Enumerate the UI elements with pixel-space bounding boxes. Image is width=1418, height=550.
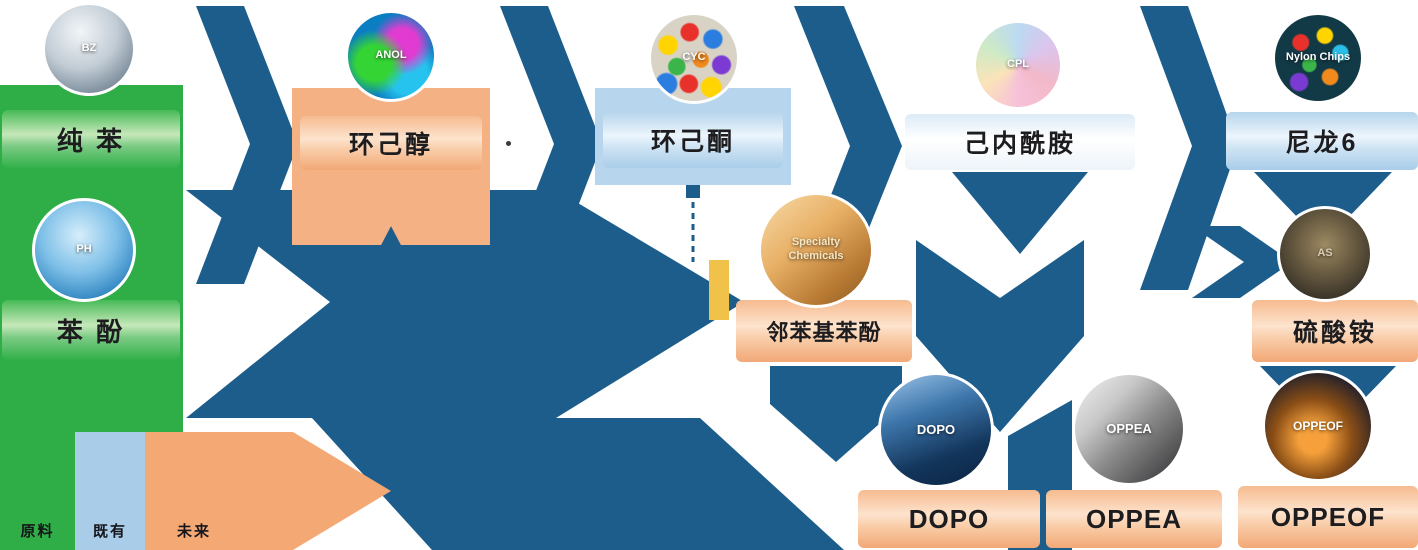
node-image-ammonium-sulfate: AS	[1277, 206, 1373, 302]
node-label-cyclohexanone: 环己酮	[603, 112, 783, 168]
node-label-phenol: 苯 酚	[2, 300, 180, 360]
node-image-pure-benzene: BZ	[42, 2, 136, 96]
node-code-ammonium-sulfate: AS	[1317, 247, 1333, 260]
arrow-caprolactam-to-nylon6	[1140, 6, 1238, 290]
node-code-phenol: PH	[76, 243, 92, 256]
node-image-phenol: PH	[32, 198, 136, 302]
legend-item-raw: 原料	[0, 432, 75, 550]
arrow-caprolactam-down	[952, 172, 1088, 254]
node-code-oppeof: OPPEOF	[1292, 418, 1343, 433]
node-code-opp: Specialty Chemicals	[788, 236, 844, 262]
node-code-dopo: DOPO	[916, 421, 956, 437]
node-code-nylon6: Nylon Chips	[1285, 51, 1351, 64]
connector-yellow-bar	[709, 260, 729, 320]
legend-label-future: 未来	[177, 523, 212, 540]
node-label-oppea: OPPEA	[1046, 490, 1222, 548]
arrow-phenol-to-opp	[186, 190, 744, 418]
legend-label-existing: 既有	[92, 523, 127, 540]
arrow-opp-to-dopo	[770, 366, 902, 462]
node-label-ammonium-sulfate: 硫酸铵	[1252, 300, 1418, 362]
node-image-caprolactam: CPL	[973, 20, 1063, 110]
arrow-to-ammonium-sulfate	[1192, 226, 1292, 298]
node-label-dopo: DOPO	[858, 490, 1040, 548]
node-label-nylon6: 尼龙6	[1226, 112, 1418, 170]
node-image-opp: Specialty Chemicals	[758, 192, 874, 308]
node-label-opp: 邻苯基苯酚	[736, 300, 912, 362]
node-label-cyclohexanol: 环己醇	[300, 116, 482, 170]
node-image-cyclohexanone: CYC	[648, 12, 740, 104]
stray-dot	[506, 141, 511, 146]
node-image-oppea: OPPEA	[1072, 372, 1186, 486]
node-code-cyclohexanol: ANOL	[375, 49, 407, 62]
node-code-cyclohexanone: CYC	[682, 51, 706, 64]
node-image-oppeof: OPPEOF	[1262, 370, 1374, 482]
node-label-caprolactam: 己内酰胺	[905, 114, 1135, 170]
legend-label-raw: 原料	[20, 523, 55, 540]
node-image-cyclohexanol: ANOL	[345, 10, 437, 102]
arrow-mass-lower-left	[312, 418, 844, 550]
node-code-pure-benzene: BZ	[81, 42, 97, 55]
legend-item-existing: 既有	[75, 432, 145, 550]
connector-square	[686, 184, 700, 198]
node-image-nylon6: Nylon Chips	[1272, 12, 1364, 104]
node-label-oppeof: OPPEOF	[1238, 486, 1418, 548]
node-image-dopo: DOPO	[878, 372, 994, 488]
node-code-caprolactam: CPL	[1007, 58, 1029, 71]
node-label-pure-benzene: 纯 苯	[2, 110, 180, 168]
node-code-oppea: OPPEA	[1106, 420, 1152, 436]
